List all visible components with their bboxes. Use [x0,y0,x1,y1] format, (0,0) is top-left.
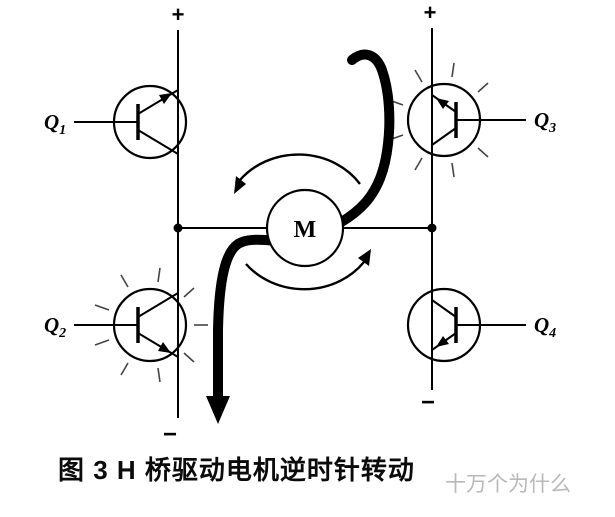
q2-lower-lead [137,332,179,358]
q2-label: Q2 [44,313,66,341]
minus-symbol-right: − [421,389,435,416]
plus-symbol-right: + [424,0,437,25]
junction-dot-left [173,223,183,233]
glow-rays-q2 [94,267,208,383]
q2-emitter-arrow-icon [158,342,171,353]
rotation-arrow-top [234,153,361,194]
minus-symbol-left: − [163,421,177,448]
motor: M [265,188,345,268]
q1-lower-lead [137,129,179,155]
q4-upper-lead [431,299,457,318]
q1-upper-lead [137,89,179,115]
q1-label: Q1 [44,110,66,138]
transistor-q1 [74,84,188,160]
junction-dot-right [427,223,437,233]
rotation-arrowhead-top-icon [234,176,246,194]
rotation-arrow-bottom [245,249,371,291]
q4-emitter-arrow-icon [436,336,449,347]
rotation-arrowhead-bottom-icon [358,249,371,266]
wires [177,28,433,418]
watermark: 十万个为什么 [445,473,571,496]
transistor-q2 [74,287,188,363]
current-flow-path [213,49,395,403]
q3-lower-lead [431,127,457,146]
q2-upper-lead [137,292,179,318]
transistor-q3 [406,82,526,158]
figure-caption: 图 3 H 桥驱动电机逆时针转动 [58,455,415,485]
plus-symbol-left: + [172,2,185,27]
motor-circle [265,188,345,268]
transistor-q4 [406,287,526,363]
q1-emitter-arrow-icon [159,93,172,104]
q4-label: Q4 [534,313,556,341]
q3-emitter-arrow-icon [436,98,449,109]
current-flow-arrowhead-icon [206,396,230,424]
q3-label: Q3 [534,108,556,136]
motor-label: M [294,217,317,243]
